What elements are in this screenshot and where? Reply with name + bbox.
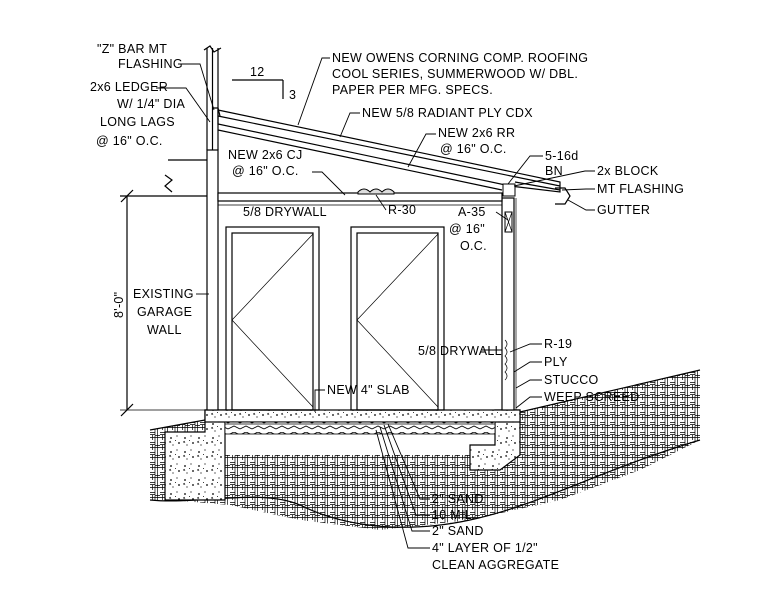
leader-rr (407, 133, 436, 168)
leader-weep (515, 396, 542, 409)
label-mil: 10 MIL. (432, 508, 476, 522)
slope-indicator: 12 3 (232, 65, 296, 102)
label-ledger-4: @ 16" O.C. (96, 134, 163, 148)
roof-sheathing (217, 115, 561, 187)
leader-mt-flashing (561, 188, 595, 191)
label-ledger-2: W/ 1/4" DIA (117, 97, 186, 111)
label-aggregate-1: 4" LAYER OF 1/2" (432, 541, 538, 555)
label-roofing-1: NEW OWENS CORNING COMP. ROOFING (332, 51, 588, 65)
label-ply-wall: PLY (544, 355, 568, 369)
label-rr-1: NEW 2x6 RR (438, 126, 515, 140)
label-roofing-2: COOL SERIES, SUMMERWOOD W/ DBL. (332, 67, 578, 81)
label-ledger-3: LONG LAGS (100, 115, 175, 129)
leader-stucco (515, 379, 542, 389)
label-cj-1: NEW 2x6 CJ (228, 148, 303, 162)
label-existing-3: WALL (147, 323, 182, 337)
door-left (225, 226, 320, 411)
leader-z-bar (178, 63, 215, 111)
leader-block (513, 170, 595, 187)
label-gutter: GUTTER (597, 203, 650, 217)
leader-r19 (509, 343, 542, 353)
gutter (555, 187, 571, 205)
leader-slab (314, 389, 325, 412)
label-drywall-ceiling: 5/8 DRYWALL (243, 205, 327, 219)
label-r19: R-19 (544, 337, 572, 351)
earth-lower-edge (149, 439, 701, 528)
label-roofing-3: PAPER PER MFG. SPECS. (332, 83, 493, 97)
break-line-left (164, 174, 173, 193)
z-bar-flashing (212, 107, 221, 117)
label-block: 2x BLOCK (597, 164, 659, 178)
label-r30: R-30 (388, 203, 416, 217)
door-right (350, 226, 445, 411)
slope-rise: 3 (289, 88, 296, 102)
height-dimension: 8'-0" (112, 189, 207, 417)
leader-cj (312, 171, 346, 196)
grade-line-right (519, 369, 701, 413)
insulation-r19 (504, 339, 508, 381)
block (502, 183, 516, 197)
label-mt-flashing: MT FLASHING (597, 182, 684, 196)
label-bn: BN (545, 164, 563, 178)
leader-roofing (297, 57, 330, 126)
rafter-bottom (217, 129, 503, 191)
leader-ledger (156, 87, 211, 123)
label-sand-2: 2" SAND (432, 524, 484, 538)
grade-line-left (149, 419, 206, 431)
slab (204, 409, 521, 423)
label-z-bar: "Z" BAR MT (97, 42, 167, 56)
leader-a35 (495, 211, 509, 221)
mt-flashing (514, 181, 561, 191)
label-ledger-1: 2x6 LEDGER (90, 80, 168, 94)
roof-rafter (217, 109, 561, 193)
label-nail: 5-16d (545, 149, 578, 163)
new-wall (501, 197, 515, 411)
label-a35-1: A-35 (458, 205, 486, 219)
existing-wall (206, 149, 219, 411)
label-cj-2: @ 16" O.C. (232, 164, 299, 178)
leader-aggregate (375, 429, 430, 549)
label-stucco: STUCCO (544, 373, 599, 387)
label-drywall-wall: 5/8 DRYWALL (418, 344, 502, 358)
leader-ply-wall (513, 361, 542, 373)
label-ply: NEW 5/8 RADIANT PLY CDX (362, 106, 533, 120)
label-a35-2: @ 16" (449, 222, 485, 236)
leader-gutter (567, 199, 595, 211)
label-existing-2: GARAGE (137, 305, 192, 319)
leader-r30 (375, 194, 387, 211)
label-rr-2: @ 16" O.C. (440, 142, 507, 156)
leader-ply (339, 112, 360, 138)
leader-mil (383, 424, 430, 516)
leader-sand-2 (379, 426, 430, 532)
label-a35-3: O.C. (460, 239, 487, 253)
label-existing-1: EXISTING (133, 287, 194, 301)
leader-sand-1 (387, 423, 430, 500)
insulation-r30 (357, 188, 395, 195)
label-aggregate-2: CLEAN AGGREGATE (432, 558, 559, 572)
label-weep: WEEP SCREED (544, 390, 639, 404)
leader-nail (507, 155, 543, 185)
dimension-text: 8'-0" (112, 292, 126, 318)
break-line-top (203, 45, 222, 53)
a35-cross (504, 211, 513, 233)
label-slab: NEW 4" SLAB (327, 383, 410, 397)
label-sand-1: 2" SAND (432, 492, 484, 506)
slope-run: 12 (250, 65, 265, 79)
label-z-bar-2: FLASHING (118, 57, 183, 71)
